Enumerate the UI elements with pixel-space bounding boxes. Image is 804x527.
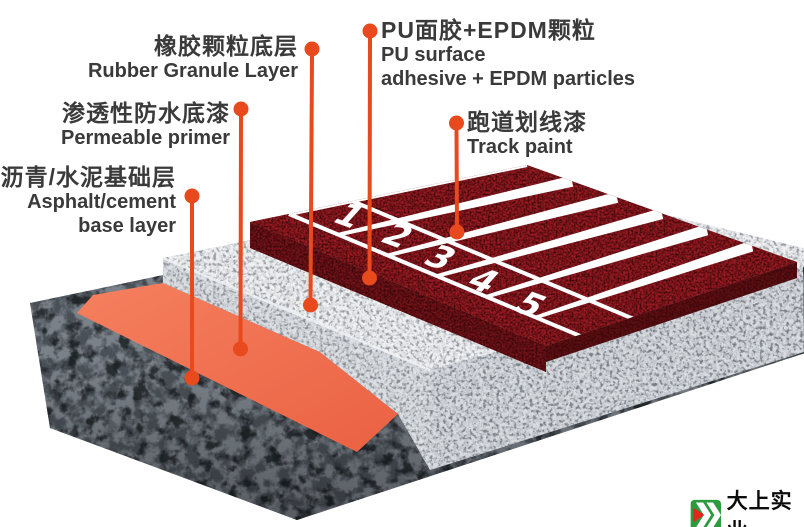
leader-permeable-primer	[233, 101, 249, 357]
label-track-paint-en: Track paint	[467, 136, 573, 158]
company-logo-text: 大上实业	[726, 490, 793, 527]
label-pu-surface-en2: adhesive + EPDM particles	[381, 68, 636, 90]
leader-track-paint	[449, 115, 465, 240]
label-pu-surface-zh: PU面胶+EPDM颗粒	[381, 17, 596, 43]
label-asphalt-base-en2: base layer	[78, 215, 176, 237]
pu-track-slab: 1 2 3 4 5	[250, 165, 797, 372]
track-surface	[250, 165, 797, 346]
company-logo-icon	[690, 499, 721, 527]
label-track-paint: 跑道划线漆 Track paint	[467, 109, 587, 159]
label-asphalt-base-zh: 沥青/水泥基础层	[0, 164, 176, 190]
label-permeable-primer-zh: 渗透性防水底漆	[62, 100, 230, 126]
leader-rubber-granule	[303, 41, 320, 313]
label-asphalt-base-en1: Asphalt/cement	[27, 191, 176, 213]
label-rubber-granule-en: Rubber Granule Layer	[87, 60, 298, 82]
company-logo: 大上实业	[690, 485, 804, 527]
label-rubber-granule: 橡胶颗粒底层 Rubber Granule Layer	[88, 33, 298, 83]
leader-pu-surface	[362, 23, 378, 286]
label-pu-surface: PU面胶+EPDM颗粒 PU surface adhesive + EPDM p…	[381, 17, 635, 91]
label-track-paint-zh: 跑道划线漆	[467, 109, 587, 135]
label-permeable-primer-en: Permeable primer	[61, 127, 230, 149]
leader-lines	[184, 23, 465, 386]
label-pu-surface-en1: PU surface	[381, 44, 486, 66]
leader-asphalt-base	[184, 188, 200, 386]
label-rubber-granule-zh: 橡胶颗粒底层	[154, 33, 298, 59]
primer-stripe	[77, 283, 398, 452]
label-permeable-primer: 渗透性防水底漆 Permeable primer	[61, 100, 230, 150]
label-asphalt-base: 沥青/水泥基础层 Asphalt/cement base layer	[1, 164, 176, 238]
